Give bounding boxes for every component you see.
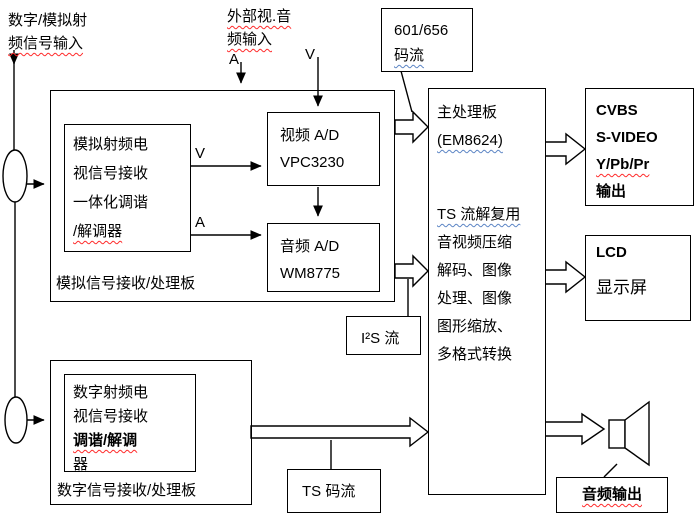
stream601-connector — [400, 70, 413, 113]
analog-board-label: 模拟信号接收/处理板 — [56, 275, 196, 292]
digital-tuner-box: 数字射频电 视信号接收 调谐/解调 器 — [64, 374, 196, 472]
av-output-line4: 输出 — [596, 183, 627, 200]
ext-av-line1: 外部视.音 — [227, 8, 292, 25]
rf-input-line1: 数字/模拟射 — [8, 12, 88, 29]
lcd-line1: LCD — [596, 244, 627, 261]
i2s-stream-box: I²S 流 — [346, 316, 421, 355]
av-output-line1: CVBS — [596, 102, 638, 119]
label-a-external: A — [229, 51, 240, 68]
hollow-arrow-audio — [544, 412, 606, 446]
analog-tuner-line4: /解调器 — [73, 223, 123, 240]
stream-601-box: 601/656 码流 — [381, 8, 473, 72]
digital-tuner-line3: 调谐/解调 — [73, 432, 138, 449]
main-board-line1: 主处理板 — [437, 104, 498, 121]
analog-tuner-line2: 视信号接收 — [73, 165, 149, 182]
digital-tuner-line1: 数字射频电 — [73, 384, 149, 401]
main-board-box: 主处理板 (EM8624) TS 流解复用 音视频压缩 解码、图像 处理、图像 … — [428, 88, 546, 495]
digital-board-label: 数字信号接收/处理板 — [57, 482, 197, 499]
av-output-line3: Y/Pb/Pr — [596, 156, 650, 173]
hollow-arrow-lcd — [544, 260, 587, 294]
main-board-line3: TS 流解复用 — [437, 206, 521, 223]
video-ad-box: 视频 A/D VPC3230 — [267, 112, 380, 186]
rf-splitter-bottom-icon — [4, 396, 28, 444]
audio-ad-line2: WM8775 — [280, 265, 341, 282]
speaker-cone — [624, 400, 650, 467]
lcd-box: LCD 显示屏 — [585, 235, 691, 321]
analog-tuner-line3: 一体化调谐 — [73, 194, 149, 211]
label-v-internal: V — [195, 145, 206, 162]
hollow-arrow-i2s — [394, 254, 429, 288]
rf-splitter-top-icon — [2, 149, 28, 203]
label-v-external: V — [305, 46, 316, 63]
label-a-internal: A — [195, 214, 206, 231]
stream-601-line1: 601/656 — [394, 22, 449, 39]
speaker-body — [608, 419, 626, 449]
av-output-box: CVBS S-VIDEO Y/Pb/Pr 输出 — [585, 88, 694, 206]
av-output-line2: S-VIDEO — [596, 129, 658, 146]
main-board-line4: 音视频压缩 — [437, 234, 513, 251]
rf-input-label: 数字/模拟射 频信号输入 — [8, 9, 87, 55]
stream-601-line2: 码流 — [394, 47, 425, 64]
main-board-line6: 处理、图像 — [437, 290, 513, 307]
i2s-stream-label: I²S 流 — [361, 330, 400, 347]
hollow-arrow-601 — [394, 110, 429, 144]
rf-input-line2: 频信号输入 — [8, 35, 84, 52]
ext-av-label: 外部视.音 频输入 — [227, 5, 291, 51]
main-board-line5: 解码、图像 — [437, 262, 513, 279]
digital-board-panel — [50, 360, 252, 505]
audio-ad-line1: 音频 A/D — [280, 238, 340, 255]
analog-tuner-line1: 模拟射频电 — [73, 136, 149, 153]
ts-stream-label: TS 码流 — [302, 483, 356, 500]
speaker-to-audio-line — [603, 463, 618, 478]
lcd-line2: 显示屏 — [596, 278, 647, 297]
digital-tuner-line4: 器 — [73, 456, 89, 472]
audio-output-box: 音频输出 — [556, 477, 668, 513]
digital-tuner-line2: 视信号接收 — [73, 408, 149, 425]
video-ad-line1: 视频 A/D — [280, 127, 340, 144]
analog-tuner-box: 模拟射频电 视信号接收 一体化调谐 /解调器 — [64, 124, 191, 252]
video-ad-line2: VPC3230 — [280, 154, 345, 171]
ext-av-line2: 频输入 — [227, 31, 273, 48]
audio-ad-box: 音频 A/D WM8775 — [267, 223, 380, 292]
main-board-line7: 图形缩放、 — [437, 318, 513, 335]
hollow-arrow-ts — [250, 416, 430, 448]
audio-output-label: 音频输出 — [581, 486, 642, 503]
main-board-line8: 多格式转换 — [437, 346, 513, 363]
hollow-arrow-av-out — [544, 132, 587, 166]
ts-stream-box: TS 码流 — [287, 469, 381, 513]
speaker-icon — [608, 400, 650, 467]
analog-board-panel — [50, 90, 395, 302]
main-board-line2: (EM8624) — [437, 132, 503, 149]
